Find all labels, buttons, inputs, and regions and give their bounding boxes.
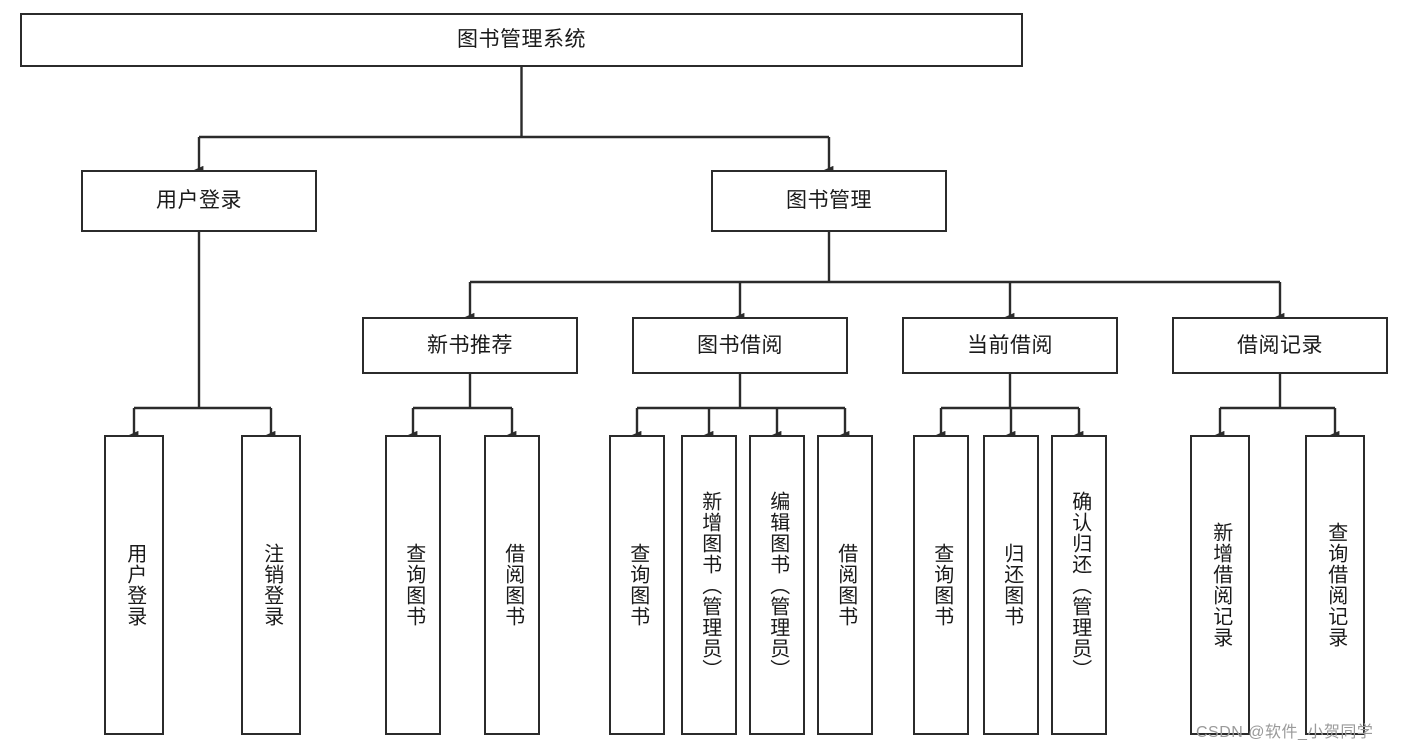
node-leaf-borrow-lend[interactable]: 借阅图书	[817, 435, 873, 735]
node-label: 查询图书	[402, 543, 425, 627]
node-label: 归还图书	[1000, 543, 1023, 627]
node-user-login[interactable]: 用户登录	[81, 170, 317, 232]
node-leaf-rec-query2[interactable]: 查询借阅记录	[1305, 435, 1365, 735]
node-label: 借阅记录	[1237, 333, 1323, 357]
edges-group	[129, 67, 1340, 440]
node-new-book-rec[interactable]: 新书推荐	[362, 317, 578, 374]
node-label: 查询图书	[626, 543, 649, 627]
node-label: 当前借阅	[967, 333, 1053, 357]
node-leaf-cur-return[interactable]: 归还图书	[983, 435, 1039, 735]
node-label: 图书管理	[786, 189, 872, 213]
node-label: 新书推荐	[427, 333, 513, 357]
node-label: 图书借阅	[697, 333, 783, 357]
node-leaf-cur-confirm[interactable]: 确认归还（管理员）	[1051, 435, 1107, 735]
node-leaf-borrow-add[interactable]: 新增图书（管理员）	[681, 435, 737, 735]
node-borrow-record[interactable]: 借阅记录	[1172, 317, 1388, 374]
node-label: 编辑图书（管理员）	[766, 490, 789, 680]
node-label: 图书管理系统	[457, 28, 586, 52]
node-current-borrow[interactable]: 当前借阅	[902, 317, 1118, 374]
node-leaf-cur-query[interactable]: 查询图书	[913, 435, 969, 735]
node-leaf-rec-borrow[interactable]: 借阅图书	[484, 435, 540, 735]
node-label: 借阅图书	[834, 543, 857, 627]
node-leaf-rec-query[interactable]: 查询图书	[385, 435, 441, 735]
node-leaf-borrow-edit[interactable]: 编辑图书（管理员）	[749, 435, 805, 735]
node-label: 查询借阅记录	[1324, 522, 1347, 648]
node-label: 新增借阅记录	[1209, 522, 1232, 648]
csdn-watermark: CSDN @软件_小贺同学	[1196, 724, 1374, 741]
node-leaf-borrow-query[interactable]: 查询图书	[609, 435, 665, 735]
node-leaf-rec-add[interactable]: 新增借阅记录	[1190, 435, 1250, 735]
node-label: 用户登录	[156, 189, 242, 213]
node-book-manage[interactable]: 图书管理	[711, 170, 947, 232]
node-label: 查询图书	[930, 543, 953, 627]
node-label: 注销登录	[260, 543, 283, 627]
node-label: 新增图书（管理员）	[698, 490, 721, 680]
node-label: 确认归还（管理员）	[1068, 490, 1091, 680]
node-root[interactable]: 图书管理系统	[20, 13, 1023, 67]
node-book-borrow[interactable]: 图书借阅	[632, 317, 848, 374]
node-leaf-user-login[interactable]: 用户登录	[104, 435, 164, 735]
node-leaf-user-logout[interactable]: 注销登录	[241, 435, 301, 735]
node-label: 用户登录	[123, 543, 146, 627]
node-label: 借阅图书	[501, 543, 524, 627]
